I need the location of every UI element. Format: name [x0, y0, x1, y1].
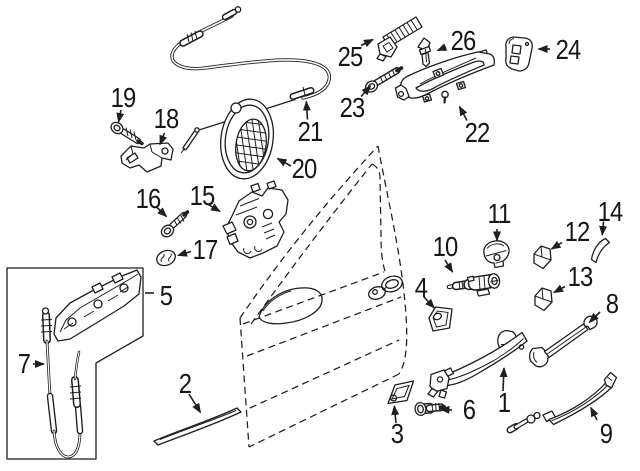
handle-cover-strip-drawing [506, 371, 618, 434]
trim-strip-drawing [153, 407, 242, 446]
callout-18: 18 [153, 103, 180, 134]
callout-24: 24 [555, 34, 582, 65]
grommet-drawing [156, 249, 176, 267]
lock-assembly-inset-box [6, 267, 144, 460]
callout-7: 7 [17, 348, 31, 379]
mounting-bracket-drawing [120, 142, 174, 173]
callout-11: 11 [487, 198, 511, 229]
handle-seal-front-drawing [387, 380, 415, 405]
interior-handle-drawing [394, 49, 496, 104]
door-handle-cutout [368, 275, 403, 300]
callout-13: 13 [567, 261, 594, 292]
callout-23: 23 [339, 92, 366, 123]
exterior-handle-drawing [427, 329, 528, 399]
callout-1: 1 [497, 387, 511, 418]
callout-10: 10 [432, 231, 459, 262]
callout-6: 6 [462, 394, 476, 425]
callout-17: 17 [192, 234, 219, 265]
handle-end-cap-drawing [533, 245, 552, 270]
callout-25: 25 [337, 41, 364, 72]
lock-cylinder-drawing [446, 273, 501, 297]
callout-15: 15 [189, 180, 216, 211]
screw-19-drawing [110, 121, 144, 146]
callout-4: 4 [414, 272, 428, 303]
callout-22: 22 [464, 117, 491, 148]
handle-clip-drawing [376, 16, 423, 62]
handle-seal-rear-drawing [428, 306, 453, 332]
callout-19: 19 [110, 82, 137, 113]
lock-cables-drawing [40, 307, 84, 459]
callout-14: 14 [597, 196, 624, 227]
handle-end-cap-2-drawing [534, 287, 553, 312]
callout-3: 3 [390, 418, 404, 449]
callout-20: 20 [291, 153, 318, 184]
callout-8: 8 [605, 288, 619, 319]
screw-16-drawing [160, 210, 190, 238]
callout-26: 26 [450, 25, 477, 56]
callout-arrows [33, 38, 608, 424]
mirror-patch [258, 287, 323, 325]
release-cable-drawing [170, 6, 332, 154]
cylinder-cap-drawing [483, 240, 510, 269]
callout-16: 16 [135, 183, 162, 214]
pin-clip-drawing [417, 37, 432, 68]
trim-wedge-drawing [590, 237, 611, 264]
cable-guide-bezel-drawing [220, 98, 274, 180]
door-latch-drawing [222, 180, 289, 259]
callout-2: 2 [178, 368, 192, 399]
callout-5: 5 [159, 280, 173, 311]
lock-switch-bezel-drawing [505, 36, 533, 72]
door-lock-assembly-drawing [53, 269, 142, 342]
handle-carrier-drawing [528, 315, 598, 368]
door-panel-outline [239, 145, 408, 448]
screw-6-drawing [414, 401, 446, 417]
callout-21: 21 [297, 116, 324, 147]
callout-12: 12 [564, 216, 591, 247]
callout-9: 9 [599, 418, 613, 449]
